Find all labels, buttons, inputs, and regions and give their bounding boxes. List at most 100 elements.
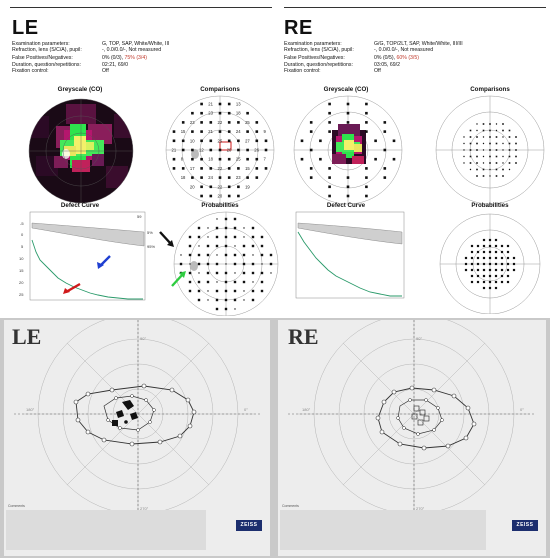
re-probability-marker — [500, 280, 504, 284]
le-probability-marker — [188, 244, 192, 248]
le-comparison-value: 8 — [181, 157, 184, 162]
le-probability-marker — [215, 235, 219, 239]
le-probability-marker — [233, 217, 237, 221]
re-defect-title: Defect Curve — [326, 202, 366, 209]
re-comparison-dot — [482, 149, 485, 151]
re-comparison-marker — [508, 129, 511, 132]
re-probability-marker — [470, 250, 474, 254]
le-comparison-marker — [255, 176, 259, 179]
re-probability-marker — [506, 274, 510, 278]
re-comparison-marker — [515, 162, 517, 164]
le-comparison-value: 24 — [236, 129, 241, 134]
le-comparison-marker — [255, 139, 259, 143]
le-probability-dot — [243, 290, 245, 292]
re-greyscale-marker — [346, 176, 350, 179]
re-comparison-marker — [489, 149, 491, 151]
le-probability-marker — [224, 253, 228, 257]
le-comparison-value: 25 — [245, 120, 250, 125]
le-comparison-value: 12 — [199, 148, 204, 153]
re-probability-marker — [512, 256, 516, 260]
re-greyscale-marker — [309, 121, 313, 124]
re-probability-marker — [482, 274, 486, 278]
le-probability-dot — [180, 254, 182, 256]
le-comparison-value: 13 — [236, 102, 241, 107]
goldmann-sheet-left: LE — [4, 320, 270, 556]
le-comparison-marker — [191, 176, 194, 179]
le-comparison-value: 22 — [218, 166, 223, 171]
le-probability-marker — [260, 280, 264, 284]
le-comparison-marker — [246, 111, 249, 115]
re-greyscale-marker — [309, 130, 313, 133]
re-probability-marker — [476, 250, 480, 254]
le-comparison-value: 21 — [208, 102, 213, 107]
re-greyscale-marker — [365, 121, 368, 124]
re-probability-marker — [500, 274, 504, 278]
le-comparison-marker — [246, 130, 249, 133]
le-probability-marker — [242, 271, 246, 275]
re-defect-curve — [295, 211, 405, 299]
le-probability-marker — [251, 235, 255, 239]
re-probability-marker — [470, 262, 474, 266]
re-probability-marker — [506, 280, 510, 284]
le-probability-marker — [251, 289, 255, 293]
le-comparison-marker — [227, 139, 231, 143]
le-probability-marker — [224, 226, 228, 230]
re-probability-marker — [482, 268, 486, 272]
re-probability-marker — [470, 274, 474, 278]
re-greyscale-marker — [365, 111, 368, 115]
le-comparison-marker — [255, 130, 259, 133]
re-comparison-marker — [482, 129, 485, 132]
re-greyscale-title: Greyscale (CO) — [323, 86, 369, 93]
le-comparison-value: 19 — [245, 184, 250, 189]
re-comparison-marker — [469, 142, 472, 145]
svg-text:180°: 180° — [302, 407, 311, 412]
le-comparison-value: 18 — [181, 175, 186, 180]
re-greyscale-marker — [365, 194, 368, 198]
le-probability-marker — [251, 298, 255, 302]
re-comparison-marker — [489, 162, 491, 164]
le-defect-tick: 5 — [21, 244, 24, 249]
re-comparison-dot — [482, 136, 485, 138]
le-comparison-marker — [172, 130, 176, 133]
le-comparison-marker — [181, 139, 185, 143]
le-probability-marker — [260, 253, 264, 257]
le-probability-dot — [243, 299, 245, 301]
le-comparison-value: 20 — [190, 184, 195, 189]
le-comparison-marker — [191, 111, 194, 115]
goldmann-le-title: LE — [12, 324, 42, 349]
le-defect-95pct: 95% — [147, 244, 155, 249]
re-probability-marker — [494, 280, 498, 284]
le-probability-marker — [233, 280, 237, 284]
le-probability-marker — [215, 307, 219, 311]
re-comparison-dot — [489, 175, 491, 177]
re-greyscale-marker — [383, 130, 387, 133]
le-comparison-marker — [227, 185, 231, 189]
le-defect-tick: -5 — [20, 221, 24, 226]
re-greyscale-marker — [365, 102, 368, 106]
le-comparison-value: 21 — [208, 129, 213, 134]
le-probability-marker — [224, 298, 228, 302]
le-probability-marker — [233, 298, 237, 302]
re-probability-marker — [464, 268, 468, 272]
le-probability-marker — [242, 244, 246, 248]
re-probability-marker — [506, 256, 510, 260]
le-probability-dot — [234, 308, 236, 310]
le-comparison-marker — [209, 139, 213, 143]
re-probability-marker — [488, 262, 492, 266]
re-comparison-marker — [495, 142, 498, 145]
re-probability-marker — [500, 256, 504, 260]
re-comparison-marker — [482, 123, 485, 125]
le-probability-marker — [233, 262, 237, 266]
re-probability-marker — [494, 286, 498, 290]
le-probability-marker — [260, 235, 264, 239]
le-probability-marker — [224, 280, 228, 284]
le-defect-tick: 20 — [19, 280, 24, 285]
le-comparison-marker — [227, 167, 231, 170]
re-comparison-dot — [463, 149, 465, 151]
le-comparison-marker — [200, 139, 203, 143]
le-comparison-marker — [237, 121, 240, 124]
re-probability-marker — [494, 274, 498, 278]
le-probability-marker — [197, 253, 201, 257]
